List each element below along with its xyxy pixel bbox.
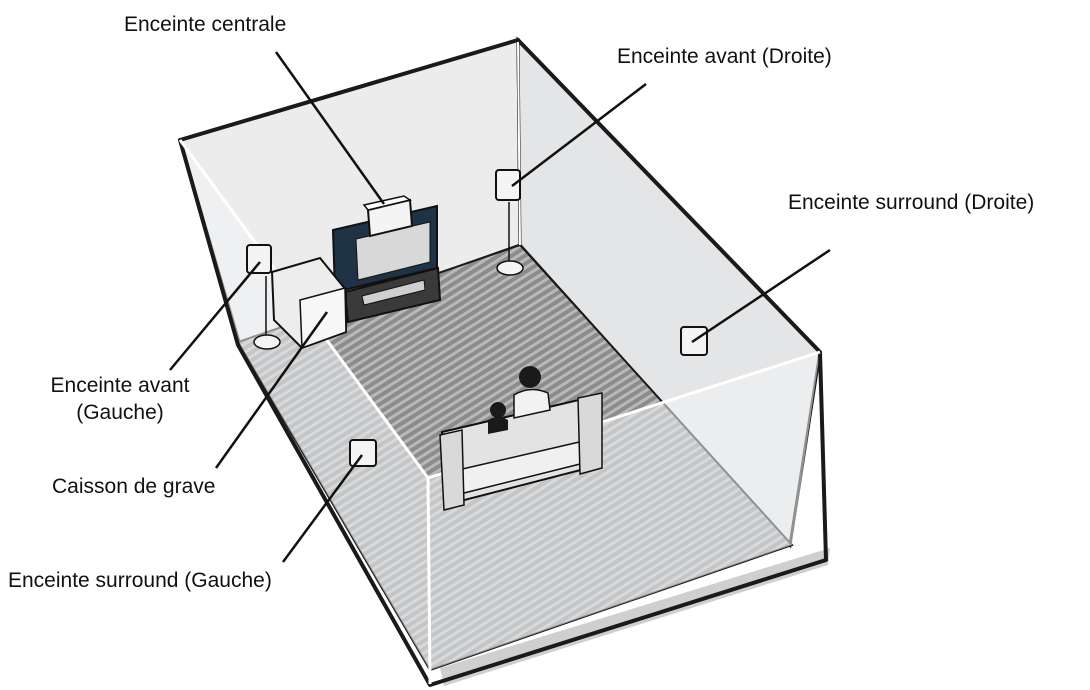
leader-line-front-left — [169, 261, 261, 371]
front-left-speaker — [246, 244, 272, 274]
front-wall-right — [428, 352, 820, 670]
leader-line-surround-right — [691, 248, 831, 344]
label-front-left-speaker: Enceinte avant (Gauche) — [30, 372, 210, 426]
front-right-speaker — [495, 169, 521, 201]
label-front-right-speaker: Enceinte avant (Droite) — [617, 45, 832, 68]
front-wall-left — [180, 140, 430, 670]
front-right-base — [496, 260, 524, 276]
tv-stand-shelf — [361, 279, 426, 306]
label-front-left-line2: (Gauche) — [76, 401, 164, 424]
sofa-arm-left — [439, 429, 465, 511]
leader-line-front-right — [511, 83, 647, 187]
center-speaker-top — [362, 195, 412, 211]
label-subwoofer: Caisson de grave — [52, 475, 216, 498]
front-left-base — [253, 334, 281, 350]
viewer-body-child — [488, 417, 508, 434]
label-front-left-line1: Enceinte avant — [50, 374, 190, 397]
viewer-body-adult — [513, 388, 551, 419]
front-corner-edge — [426, 477, 432, 685]
leader-line-surround-left — [281, 454, 364, 563]
viewer-head-child — [490, 402, 506, 418]
label-surround-left-speaker: Enceinte surround (Gauche) — [8, 569, 272, 592]
surround-left-speaker — [349, 439, 377, 467]
back-corner-edge — [517, 41, 521, 246]
label-surround-right-speaker: Enceinte surround (Droite) — [788, 191, 1035, 214]
label-center-speaker: Enceinte centrale — [124, 13, 287, 36]
room-outline — [178, 38, 828, 687]
leader-line-subwoofer — [214, 311, 329, 469]
sofa-arm-right — [577, 392, 603, 475]
viewer-head-adult — [519, 366, 541, 388]
leader-line-center — [274, 51, 386, 205]
